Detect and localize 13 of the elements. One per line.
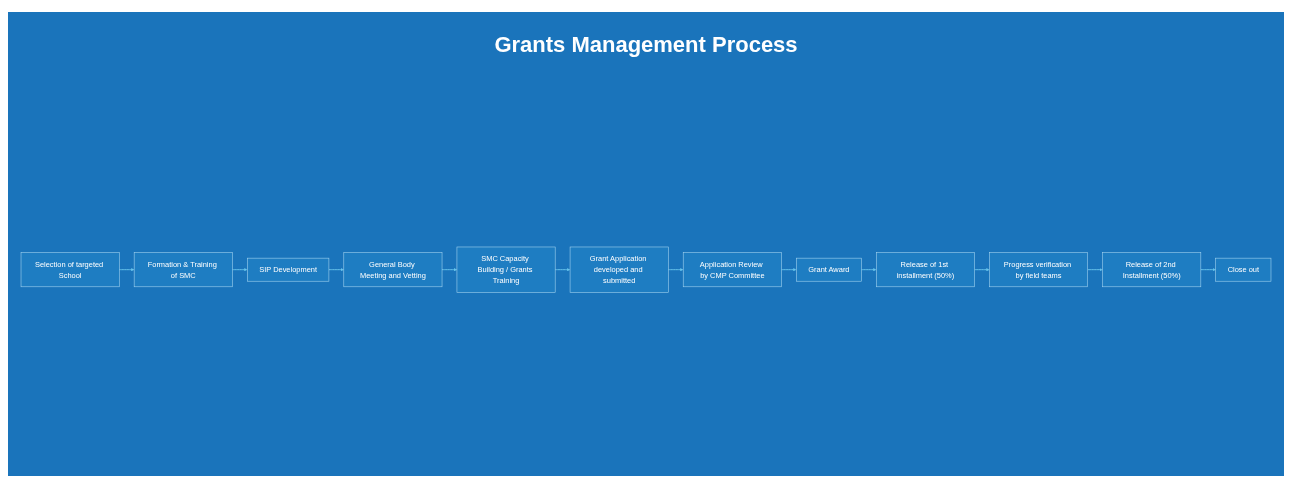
- node-box: [247, 258, 330, 282]
- node-box: [989, 252, 1088, 288]
- node-box: [456, 247, 556, 293]
- node-box: [343, 252, 443, 288]
- node-box: [569, 247, 669, 293]
- node-box: [1215, 258, 1272, 282]
- diagram-title: Grants Management Process: [493, 32, 799, 58]
- node-box: [20, 252, 120, 288]
- node-box: [796, 258, 862, 282]
- node-box: [133, 252, 233, 288]
- node-box: [1102, 252, 1202, 288]
- node-box: [876, 252, 975, 288]
- node-box: [682, 252, 782, 288]
